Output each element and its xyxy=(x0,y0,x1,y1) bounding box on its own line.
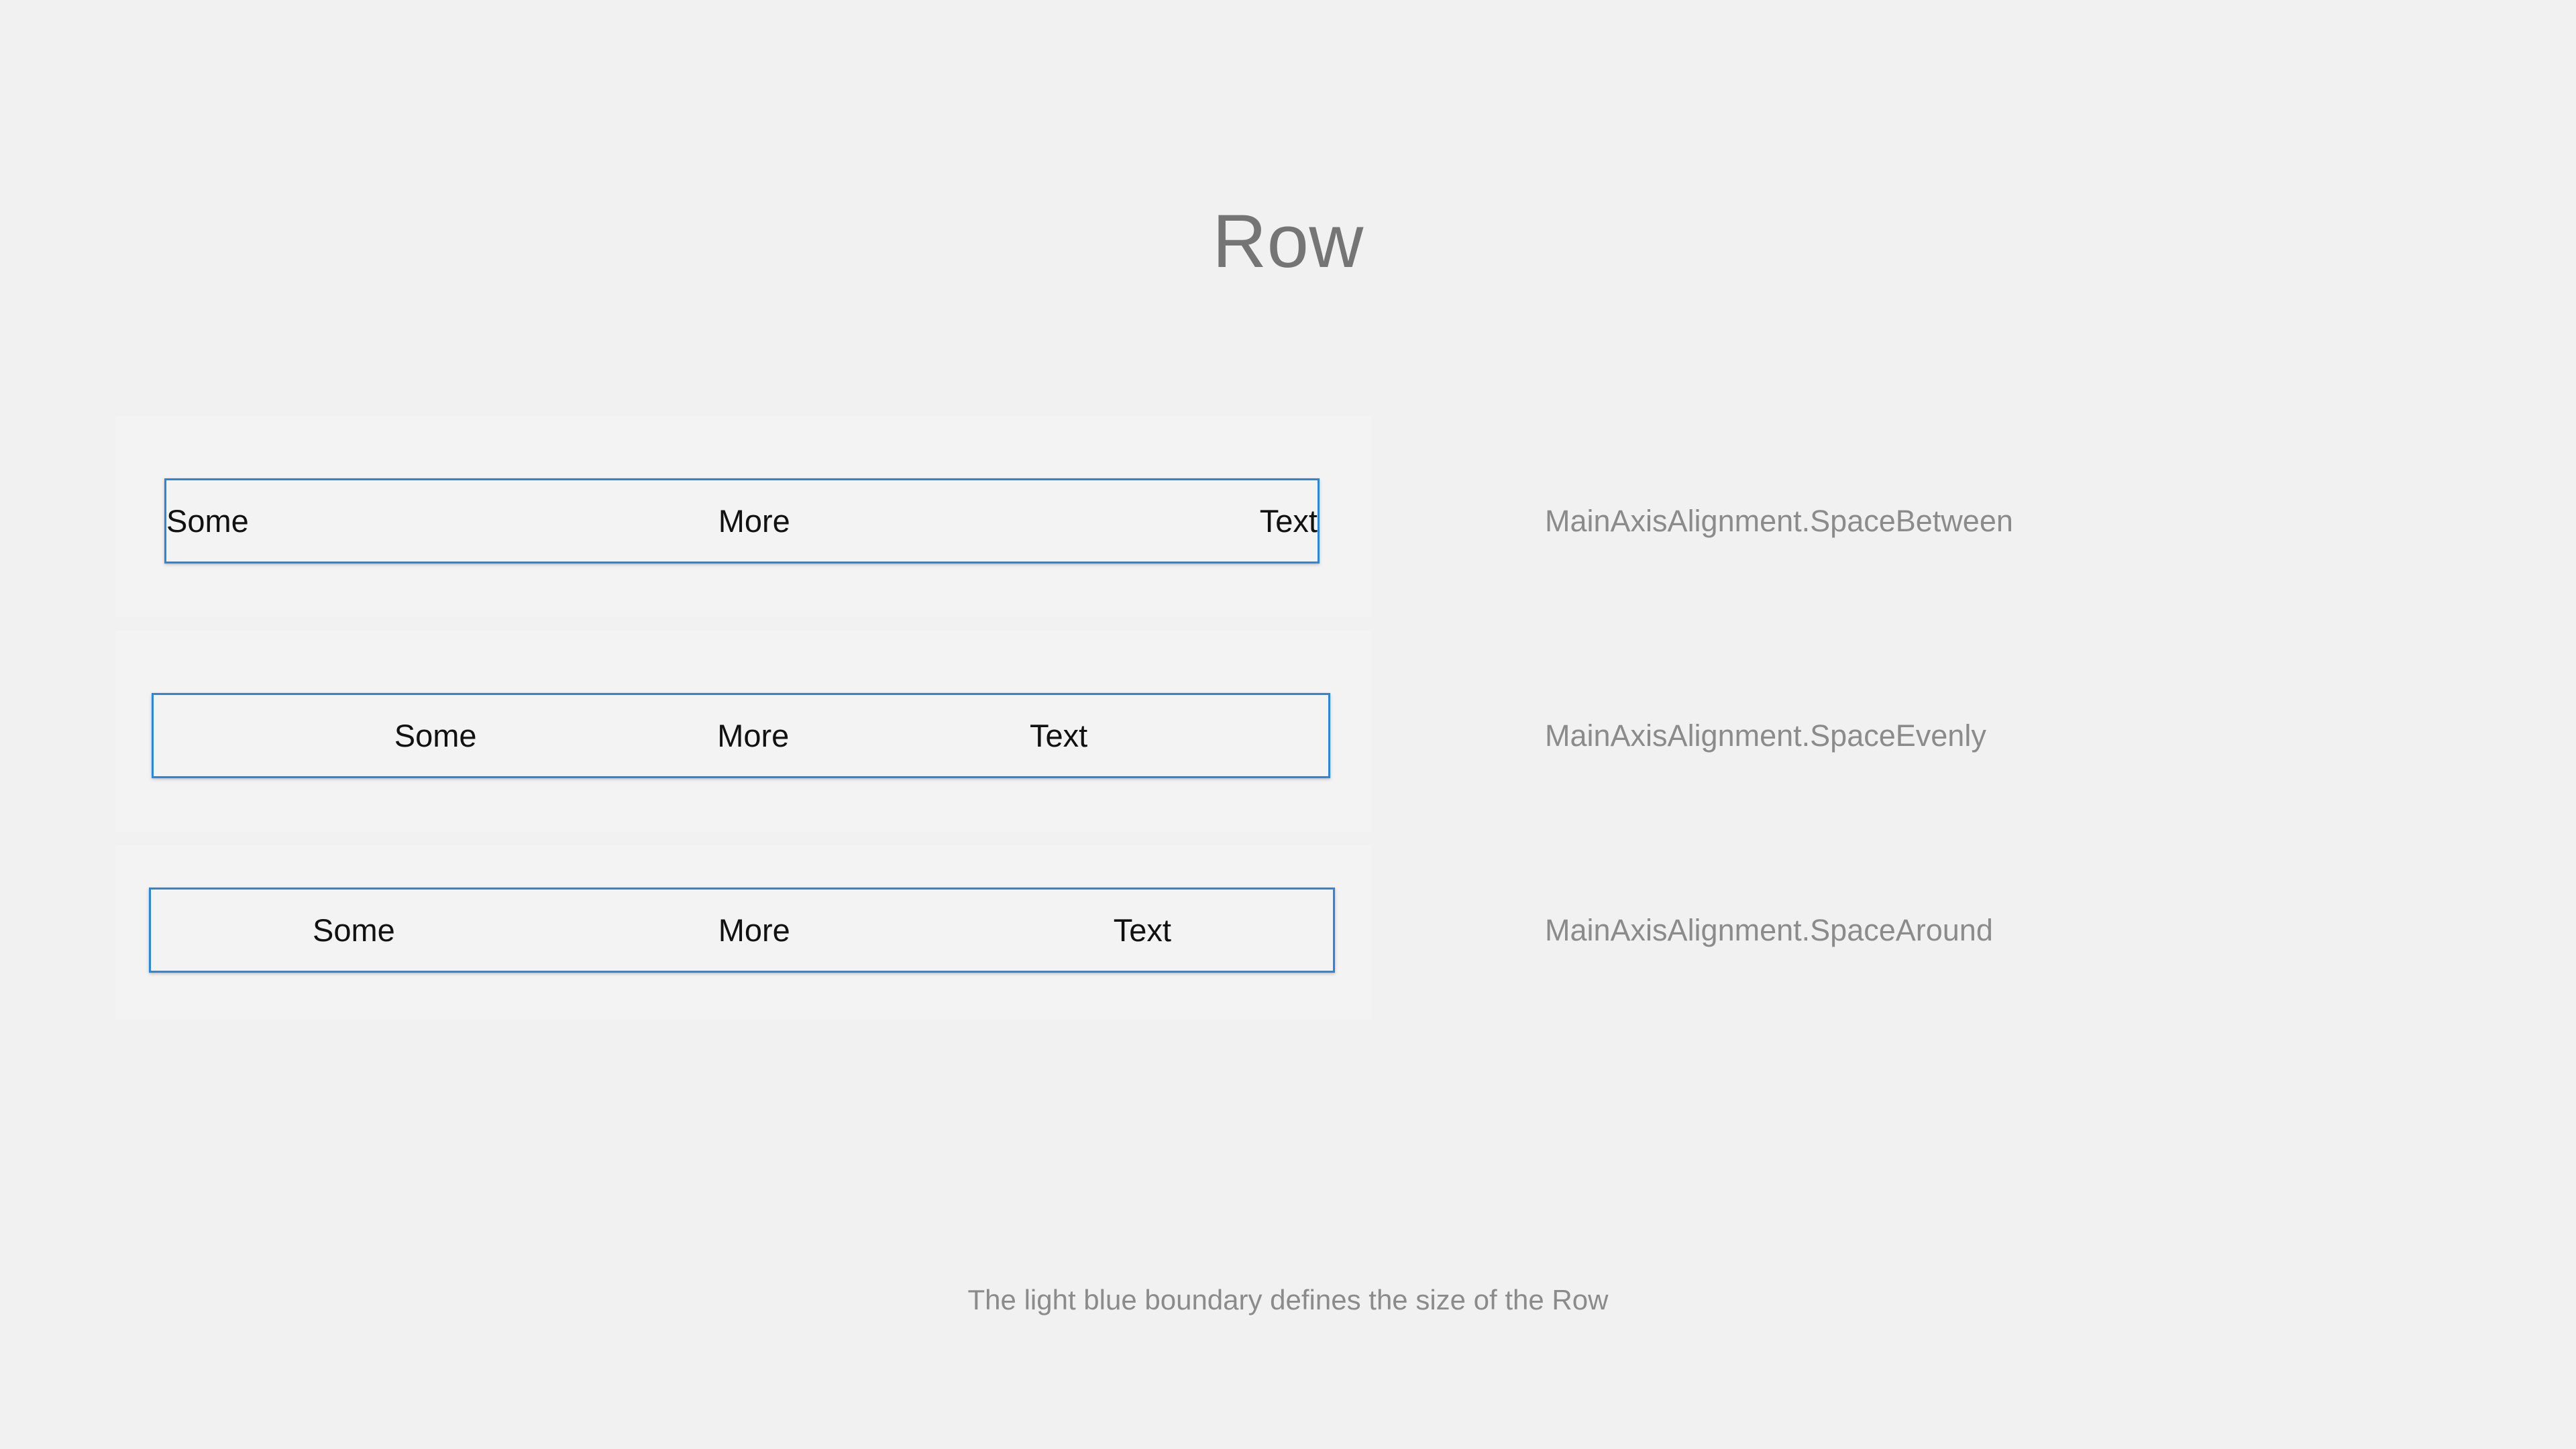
row-item: More xyxy=(717,717,790,753)
footnote-caption: The light blue boundary defines the size… xyxy=(967,1284,1609,1316)
row-item: More xyxy=(718,912,790,948)
row-demo-space-around: Some More Text MainAxisAlignment.SpaceAr… xyxy=(0,845,2576,1046)
row-boundary-box: Some More Text xyxy=(152,693,1330,778)
row-item: Some xyxy=(312,912,395,948)
row-item: Some xyxy=(394,717,477,753)
row-boundary-box: Some More Text xyxy=(164,478,1320,564)
row-boundary-box: Some More Text xyxy=(149,888,1335,973)
alignment-label: MainAxisAlignment.SpaceAround xyxy=(1545,913,1993,947)
row-item: Text xyxy=(1259,502,1318,539)
row-demo-space-evenly: Some More Text MainAxisAlignment.SpaceEv… xyxy=(0,631,2576,832)
row-demo-space-between: Some More Text MainAxisAlignment.SpaceBe… xyxy=(0,416,2576,617)
alignment-label: MainAxisAlignment.SpaceEvenly xyxy=(1545,718,1986,753)
row-item: Text xyxy=(1113,912,1171,948)
row-item: Text xyxy=(1030,717,1088,753)
row-demo-area: Some More Text MainAxisAlignment.SpaceBe… xyxy=(0,416,2576,1020)
page-title: Row xyxy=(1212,199,1364,283)
row-item: More xyxy=(718,502,790,539)
alignment-label: MainAxisAlignment.SpaceBetween xyxy=(1545,504,2013,538)
row-item: Some xyxy=(166,502,249,539)
